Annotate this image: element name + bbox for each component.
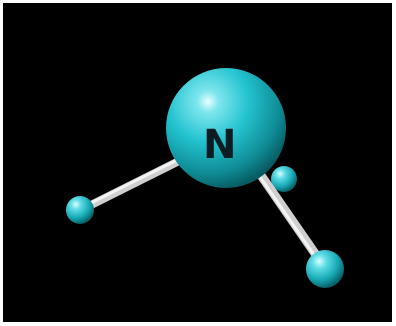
bond-left-highlight	[79, 150, 195, 210]
hydrogen-atom-left	[66, 196, 94, 224]
bond-right	[253, 166, 328, 270]
molecule-render: N	[66, 68, 344, 288]
bond-right-highlight	[254, 169, 323, 267]
molecule-viewer: N	[3, 3, 392, 322]
bond-left	[77, 150, 197, 214]
hydrogen-atom-back	[271, 166, 297, 192]
hydrogen-atom-right	[306, 250, 344, 288]
nitrogen-atom	[166, 68, 286, 188]
nitrogen-label: N	[203, 122, 236, 168]
